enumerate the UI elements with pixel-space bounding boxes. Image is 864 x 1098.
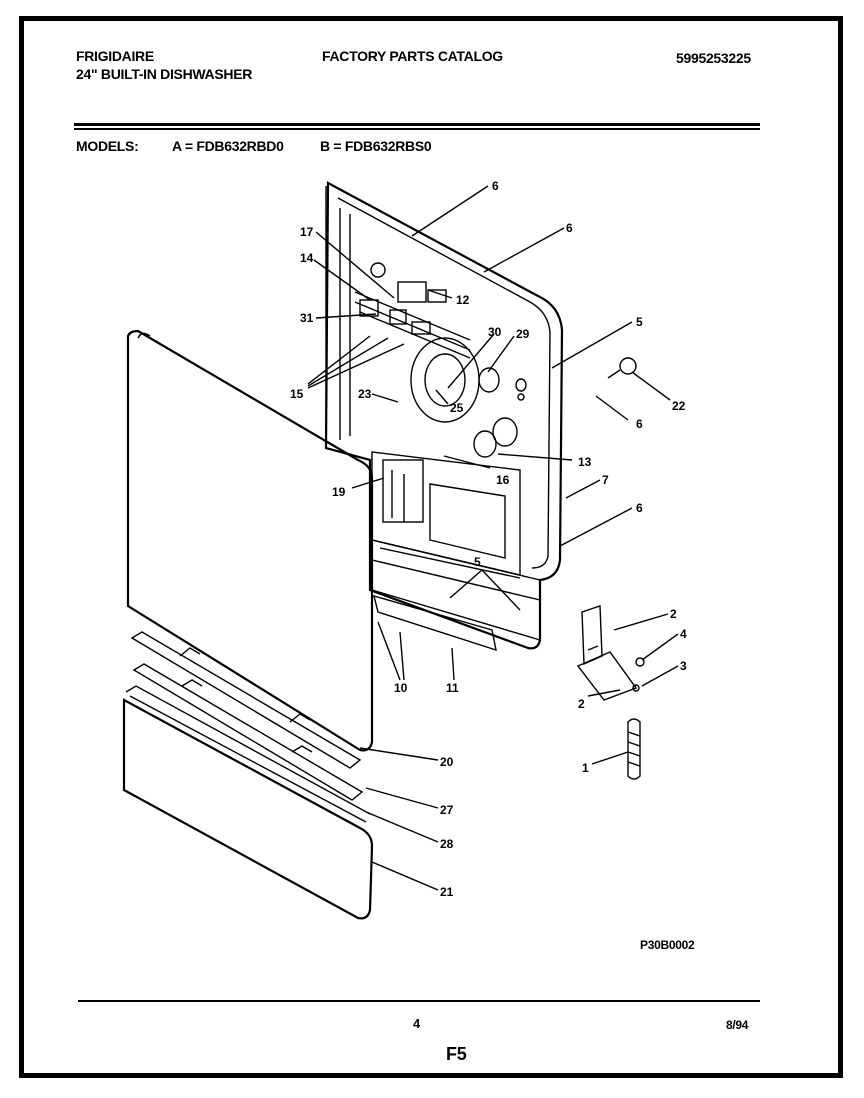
dispenser-area bbox=[370, 262, 527, 458]
callout-label: 13 bbox=[578, 455, 592, 469]
callout-label: 17 bbox=[300, 225, 314, 239]
callout-label: 22 bbox=[672, 399, 686, 413]
door-spring bbox=[627, 718, 641, 780]
door-trim bbox=[130, 631, 364, 801]
print-date: 8/94 bbox=[726, 1018, 749, 1032]
callout-label: 21 bbox=[440, 885, 454, 899]
hinge-bracket bbox=[576, 605, 645, 701]
control-rail bbox=[354, 291, 471, 359]
section-code: F5 bbox=[446, 1044, 467, 1064]
callout-label: 15 bbox=[290, 387, 304, 401]
callout-label: 29 bbox=[516, 327, 530, 341]
callout-label: 5 bbox=[636, 315, 643, 329]
callout-label: 25 bbox=[450, 401, 464, 415]
leader-lines bbox=[307, 185, 679, 891]
callout-label: 1 bbox=[582, 761, 589, 775]
callout-label: 6 bbox=[492, 179, 499, 193]
model-a: A = FDB632RBD0 bbox=[172, 138, 284, 154]
inner-door-panel bbox=[324, 181, 564, 650]
vent-module bbox=[371, 451, 541, 652]
model-b: B = FDB632RBS0 bbox=[320, 138, 432, 154]
callout-label: 2 bbox=[578, 697, 585, 711]
callout-label: 6 bbox=[636, 501, 643, 515]
callout-label: 2 bbox=[670, 607, 677, 621]
callout-label: 7 bbox=[602, 473, 609, 487]
product-name: 24" BUILT-IN DISHWASHER bbox=[76, 66, 253, 82]
header-rule-bottom bbox=[74, 128, 760, 130]
catalog-title: FACTORY PARTS CATALOG bbox=[322, 48, 503, 64]
screw-22 bbox=[607, 357, 637, 379]
parts-sheet bbox=[19, 16, 843, 1078]
outer-door-panel bbox=[126, 329, 374, 752]
callout-label: 6 bbox=[566, 221, 573, 235]
callout-label: 12 bbox=[456, 293, 470, 307]
callout-label: 19 bbox=[332, 485, 346, 499]
callout-label: 16 bbox=[496, 473, 510, 487]
callout-label: 5 bbox=[474, 555, 481, 569]
callout-label: 27 bbox=[440, 803, 454, 817]
callout-label: 11 bbox=[446, 681, 459, 695]
models-label: MODELS: bbox=[76, 138, 139, 154]
callout-label: 20 bbox=[440, 755, 454, 769]
callout-label: 3 bbox=[680, 659, 687, 673]
callout-label: 10 bbox=[394, 681, 408, 695]
callout-label: 30 bbox=[488, 325, 502, 339]
catalog-number: 5995253225 bbox=[676, 50, 751, 66]
footer-rule bbox=[78, 1000, 760, 1002]
callout-label: 31 bbox=[300, 311, 314, 325]
callout-label: 28 bbox=[440, 837, 454, 851]
figure-code: P30B0002 bbox=[640, 938, 695, 952]
page-number: 4 bbox=[413, 1016, 420, 1031]
callout-label: 23 bbox=[358, 387, 372, 401]
callout-label: 14 bbox=[300, 251, 314, 265]
callout-label: 6 bbox=[636, 417, 643, 431]
header-rule-top bbox=[74, 123, 760, 126]
brand-name: FRIGIDAIRE bbox=[76, 48, 154, 64]
callout-labels: 6 6 17 14 12 31 30 29 5 22 15 23 25 6 13… bbox=[290, 179, 687, 899]
kick-panel bbox=[122, 685, 374, 920]
callout-label: 4 bbox=[680, 627, 687, 641]
